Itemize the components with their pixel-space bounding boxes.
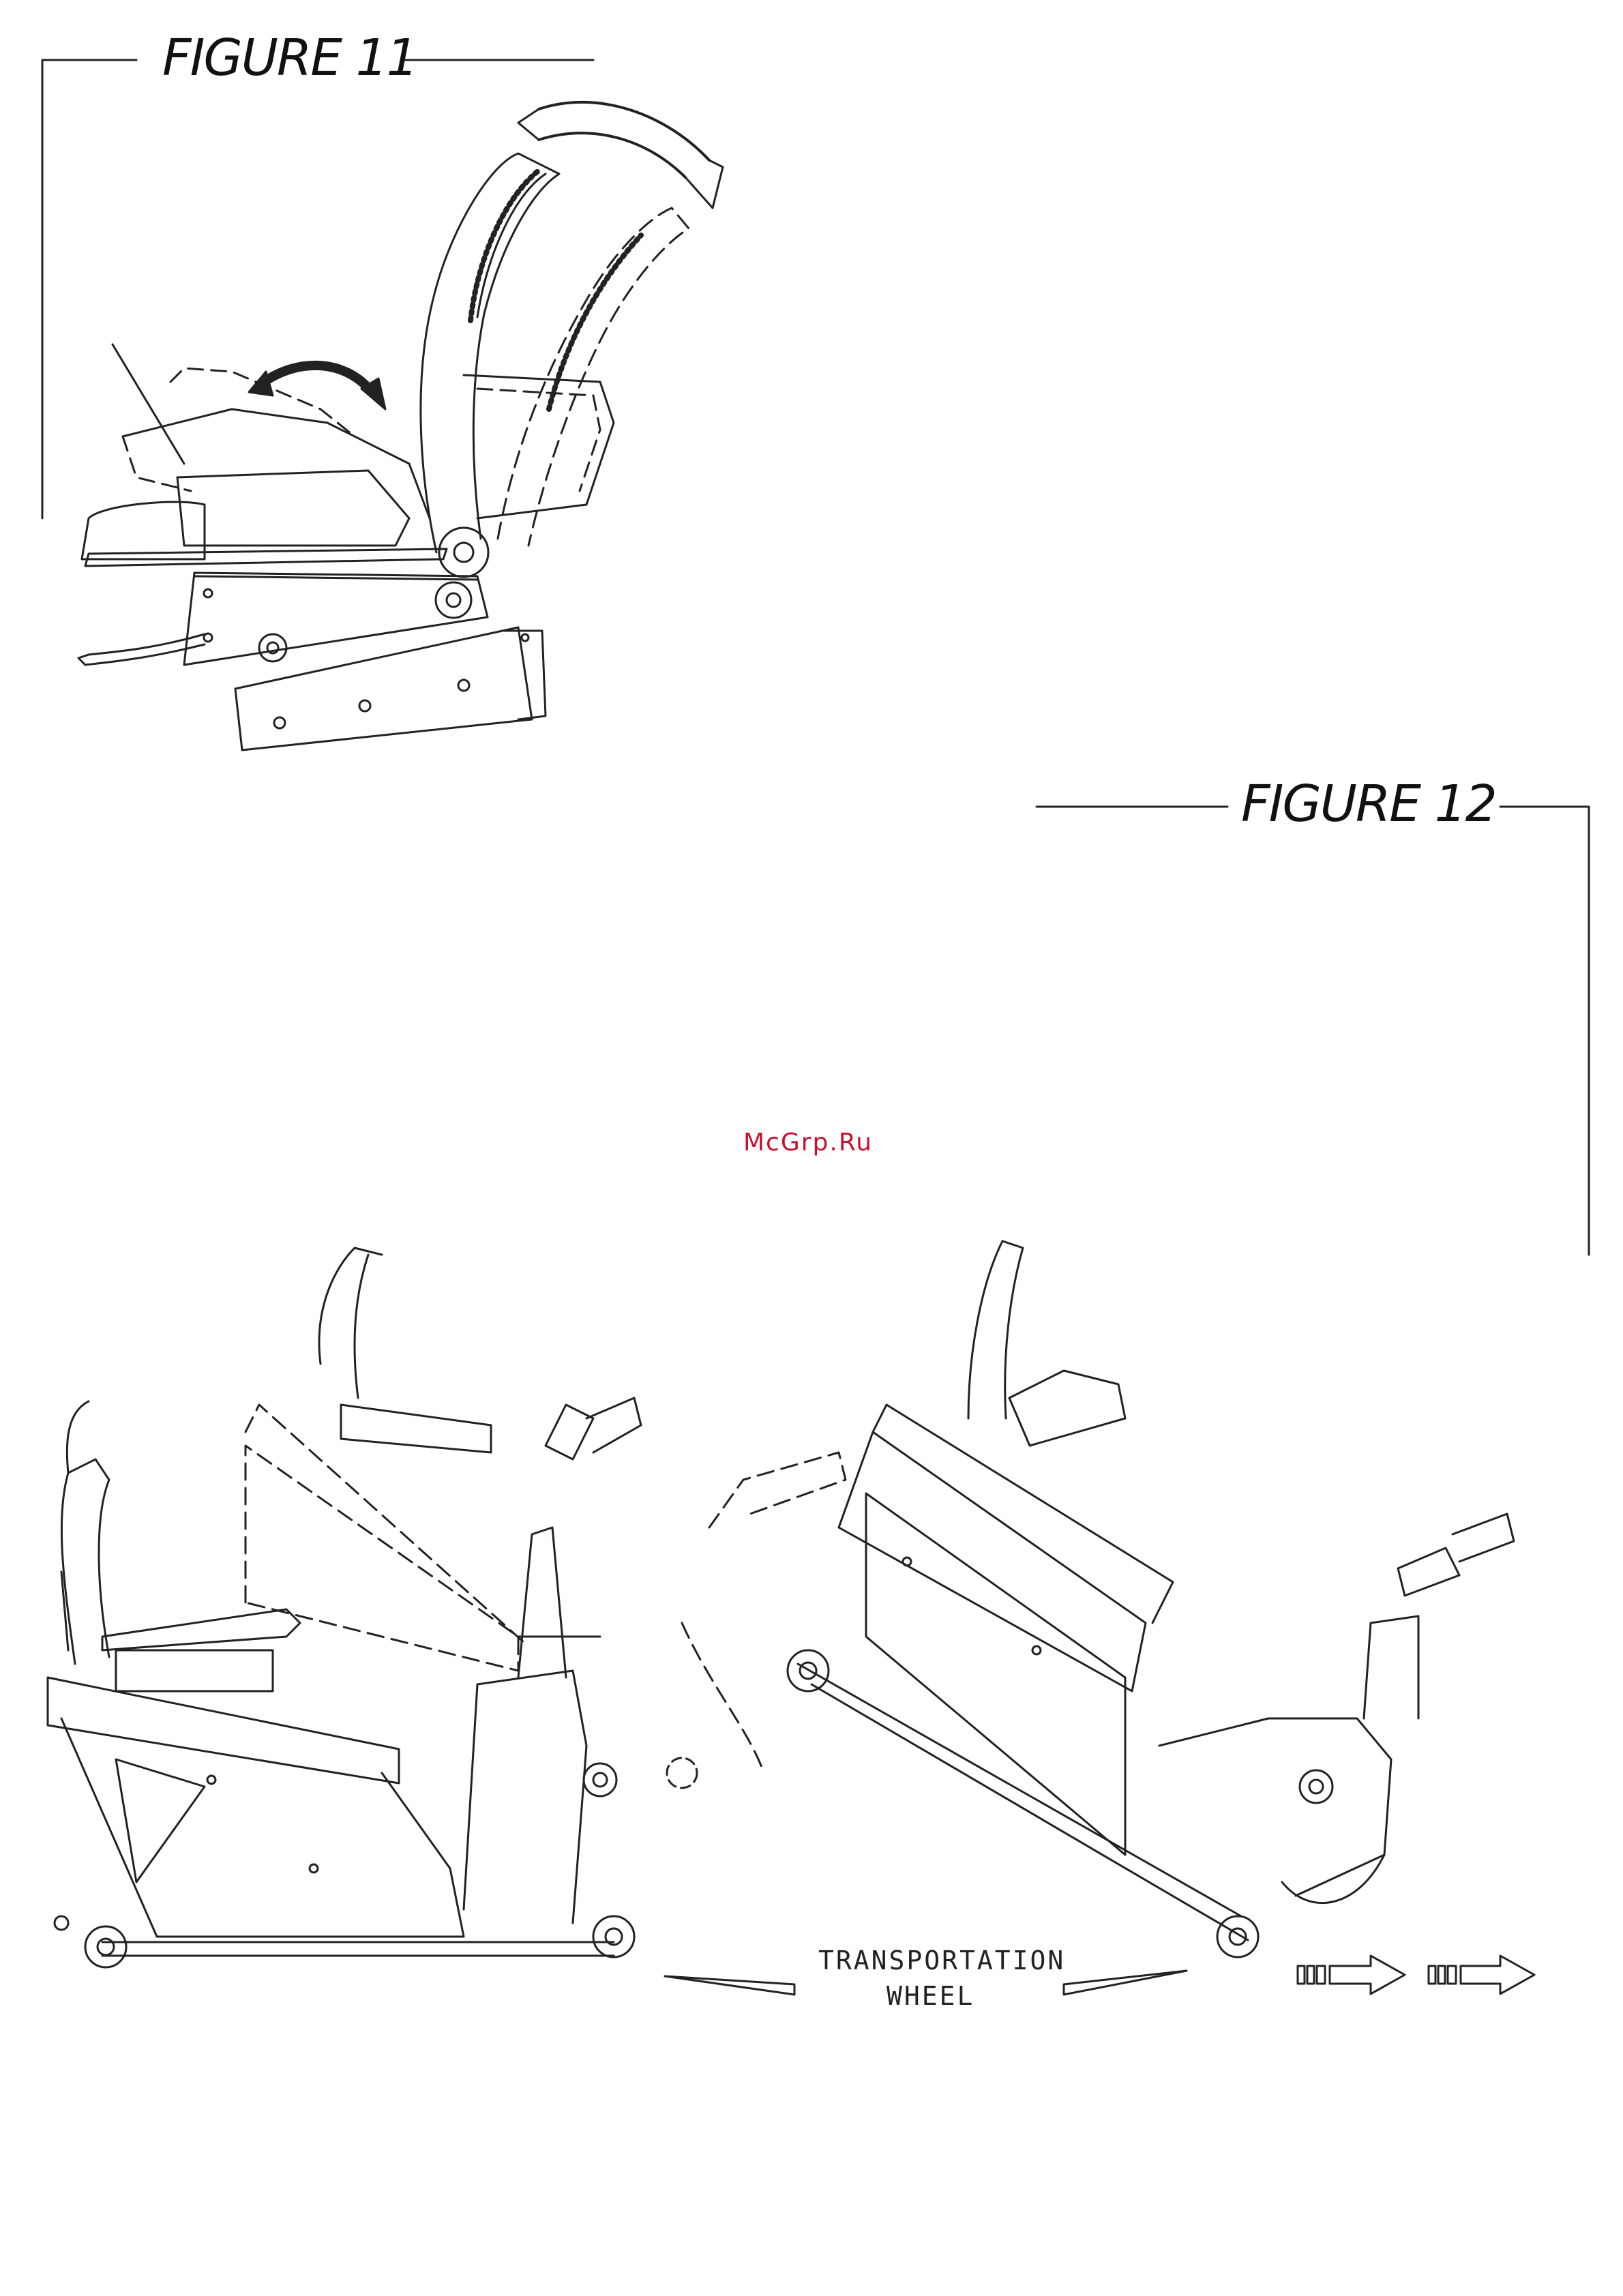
figure-12-bike-upright-position <box>48 1248 641 1967</box>
figure-12-bike-tilted-position <box>667 1241 1514 1957</box>
transportation-wheel-pointers <box>665 1971 1187 1995</box>
figure-11-seat-assembly <box>78 102 723 750</box>
figure-11-frame <box>42 60 593 518</box>
figure-12-frame <box>1037 807 1589 1255</box>
direction-arrows <box>1298 1956 1534 1994</box>
